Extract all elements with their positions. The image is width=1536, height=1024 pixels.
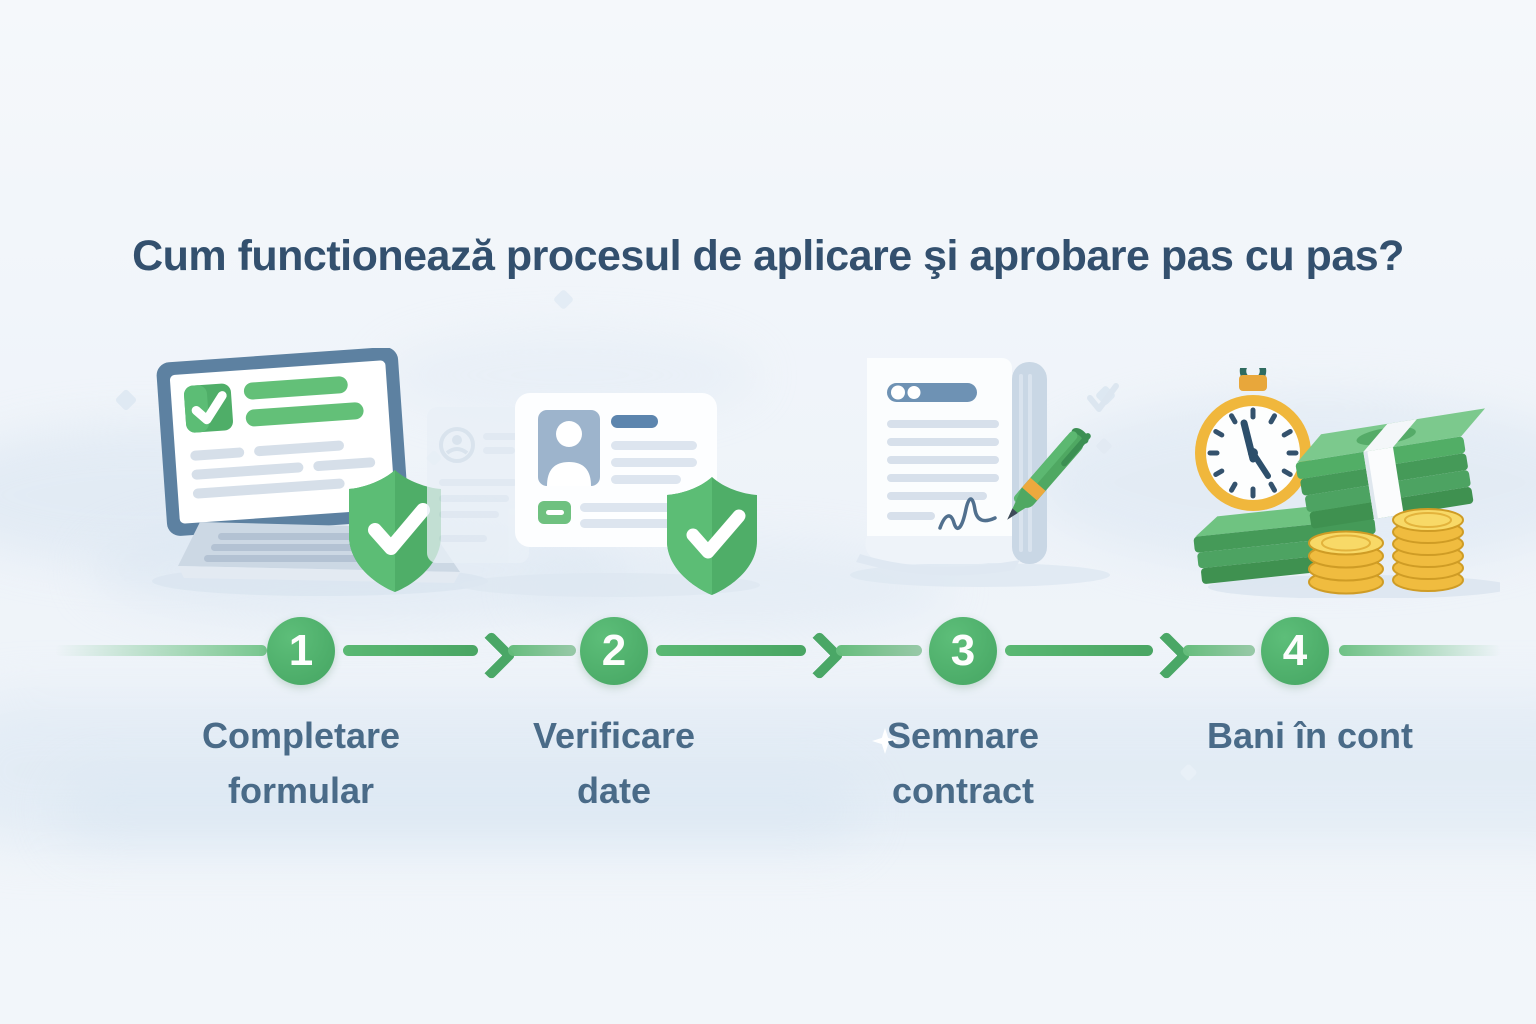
signature-squiggle bbox=[938, 497, 997, 530]
arrow-chevron-icon bbox=[466, 630, 517, 681]
step-1-number: 1 bbox=[288, 626, 314, 675]
timeline-line bbox=[508, 645, 576, 656]
money-in-account-illustration bbox=[1170, 368, 1500, 598]
step-2-label: Verificare date bbox=[532, 715, 696, 811]
timeline-line bbox=[1339, 645, 1501, 656]
step-3-label: Semnare contract bbox=[886, 715, 1040, 811]
coin-stack-right bbox=[1392, 508, 1464, 592]
step-4-label: Bani în cont bbox=[1207, 715, 1413, 756]
arrow-chevron-icon bbox=[1141, 630, 1192, 681]
contract-pen-icon bbox=[850, 358, 1119, 587]
shield-check-icon bbox=[667, 477, 757, 595]
shield-check-icon bbox=[349, 470, 441, 592]
timeline-line bbox=[55, 645, 267, 656]
id-card-illustration bbox=[425, 385, 765, 605]
step-1-label: Completare formular bbox=[201, 715, 401, 811]
step-2-number: 2 bbox=[601, 626, 627, 675]
pen-icon bbox=[1007, 428, 1091, 520]
ghost-document-icon bbox=[427, 407, 529, 563]
arrow-chevron-icon bbox=[794, 630, 845, 681]
timeline-line bbox=[1183, 645, 1255, 656]
laptop-form-illustration bbox=[140, 348, 500, 598]
step-4-number: 4 bbox=[1282, 626, 1308, 675]
timeline-line bbox=[343, 645, 478, 656]
infographic-title: Cum functionează procesul de aplicare şi… bbox=[132, 232, 1404, 280]
background-band bbox=[0, 698, 1536, 843]
laptop-form-icon bbox=[152, 348, 488, 596]
contract-signing-illustration bbox=[840, 340, 1130, 590]
sparkle-icon bbox=[114, 388, 138, 412]
coin-stack-left bbox=[1308, 530, 1384, 595]
step-3-number: 3 bbox=[950, 626, 976, 675]
sparkle-icon bbox=[552, 288, 575, 311]
id-card-icon bbox=[427, 393, 760, 597]
stopwatch-icon bbox=[1195, 368, 1311, 511]
step-3-number-badge: 3 bbox=[929, 617, 997, 685]
timeline-line bbox=[1005, 645, 1153, 656]
timeline-line bbox=[836, 645, 922, 656]
timeline-line bbox=[656, 645, 806, 656]
cash-stack-main bbox=[1295, 408, 1486, 529]
step-4-number-badge: 4 bbox=[1261, 617, 1329, 685]
background-band bbox=[60, 775, 860, 845]
step-2-number-badge: 2 bbox=[580, 617, 648, 685]
cash-coins-clock-icon bbox=[1193, 368, 1500, 598]
step-1-number-badge: 1 bbox=[267, 617, 335, 685]
